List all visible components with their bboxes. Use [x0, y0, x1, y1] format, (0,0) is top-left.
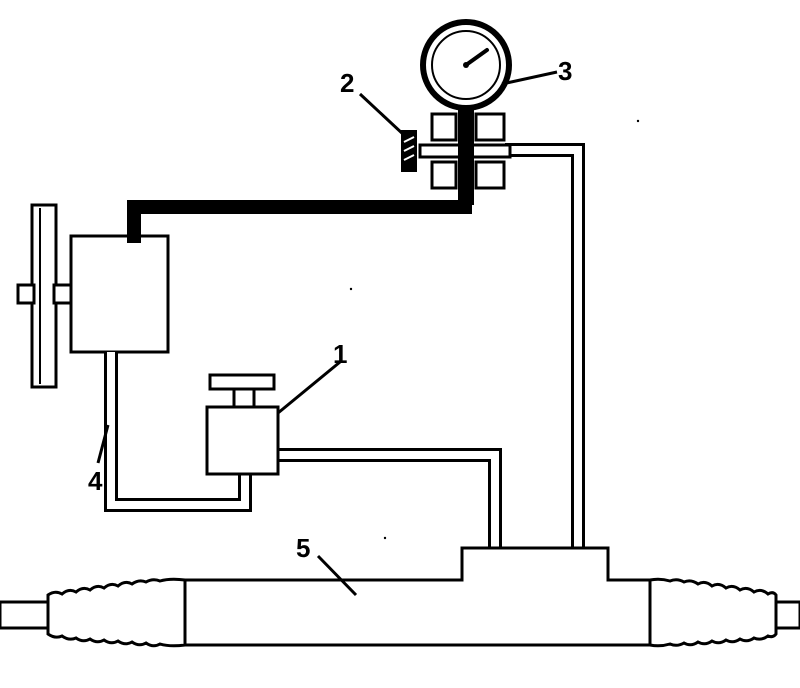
steering-gear: [0, 546, 800, 648]
gauge-tee-fitting: [418, 105, 512, 205]
scan-speck: [383, 536, 387, 540]
callout-1: 1: [333, 339, 347, 369]
leader-2: [358, 92, 406, 137]
callout-5: 5: [296, 533, 310, 563]
scan-speck: [636, 119, 640, 123]
valve-to-gear-line: [278, 448, 502, 548]
bleed-screw: [401, 130, 417, 172]
pump-pulley: [16, 203, 76, 389]
callout-4: 4: [88, 466, 103, 496]
scan-speck: [349, 287, 353, 291]
gear-housing: [183, 546, 652, 647]
power-steering-pump: [69, 234, 170, 354]
leader-1: [277, 360, 341, 415]
callout-2: 2: [340, 68, 354, 98]
tee-to-gear-line: [505, 143, 585, 548]
left-boot: [46, 577, 187, 648]
leader-4: [96, 424, 110, 464]
leader-5: [316, 554, 358, 597]
right-boot: [648, 577, 778, 648]
shut-off-valve: [205, 373, 280, 476]
pressure-gauge: [420, 19, 512, 115]
return-hose: [104, 352, 252, 512]
leader-3: [501, 70, 558, 86]
callout-3: 3: [558, 56, 572, 86]
